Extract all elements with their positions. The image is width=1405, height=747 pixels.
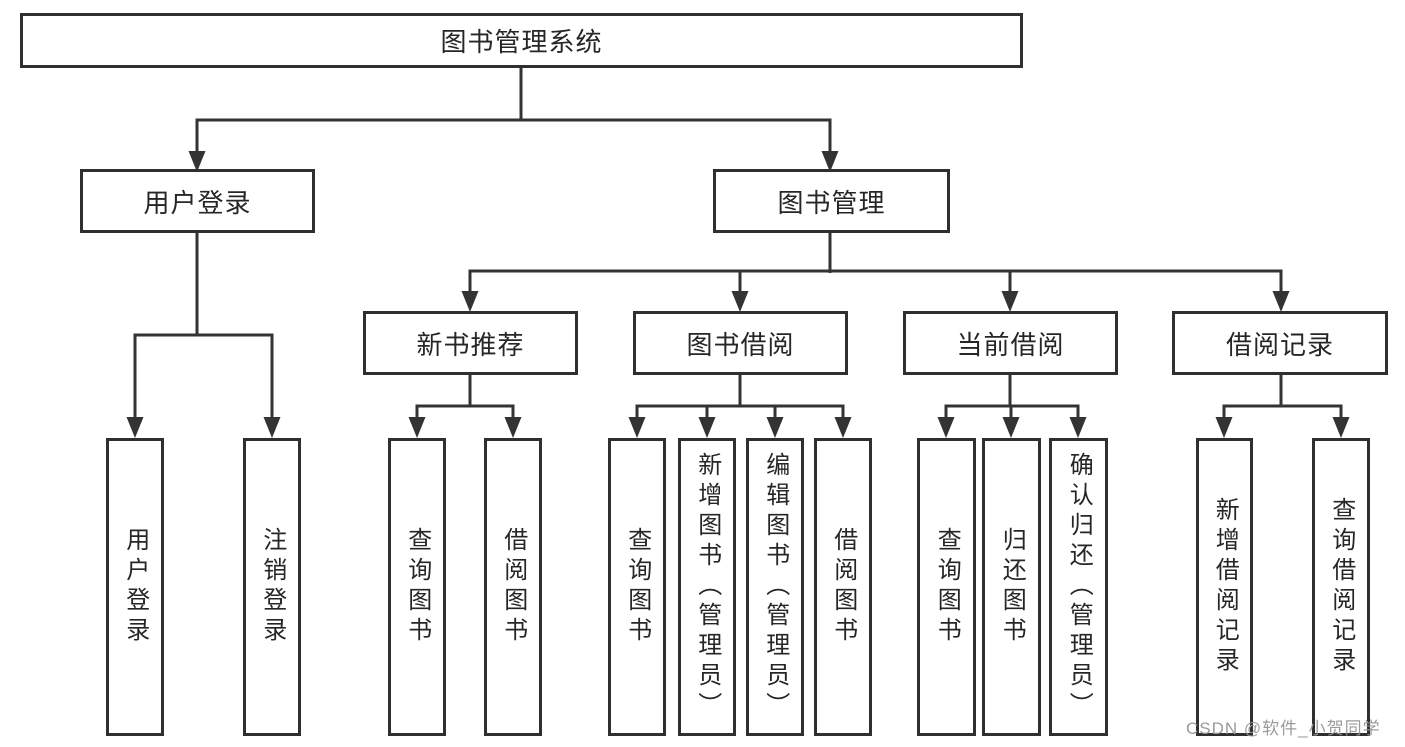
leaf-add-borrow-record: 新增借阅记录	[1196, 438, 1253, 736]
leaf-confirm-return-admin: 确认归还（管理员）	[1049, 438, 1108, 736]
leaf-label: 注销登录	[258, 527, 286, 647]
leaf-user-login: 用户登录	[106, 438, 164, 736]
leaf-edit-book-admin: 编辑图书（管理员）	[746, 438, 804, 736]
node-label: 图书借阅	[686, 329, 795, 360]
node-label: 用户登录	[143, 187, 252, 218]
leaf-borrow-book: 借阅图书	[814, 438, 872, 736]
leaf-label: 查询图书	[933, 527, 961, 647]
node-label: 图书管理	[777, 187, 886, 218]
node-book-management: 图书管理	[713, 169, 950, 233]
node-borrow-records: 借阅记录	[1172, 311, 1388, 375]
leaf-borrow-book-recommend: 借阅图书	[484, 438, 542, 736]
node-book-borrow: 图书借阅	[633, 311, 848, 375]
leaf-return-book: 归还图书	[982, 438, 1041, 736]
leaf-label: 新增图书（管理员）	[693, 452, 721, 722]
node-new-book-recommend: 新书推荐	[363, 311, 578, 375]
node-user-login: 用户登录	[80, 169, 315, 233]
leaf-add-book-admin: 新增图书（管理员）	[678, 438, 736, 736]
leaf-query-book-borrow: 查询图书	[608, 438, 666, 736]
node-label: 新书推荐	[416, 329, 525, 360]
leaf-label: 确认归还（管理员）	[1065, 452, 1093, 722]
leaf-query-book-recommend: 查询图书	[388, 438, 446, 736]
leaf-label: 借阅图书	[829, 527, 857, 647]
leaf-label: 新增借阅记录	[1211, 497, 1239, 677]
leaf-label: 用户登录	[121, 527, 149, 647]
leaf-query-borrow-record: 查询借阅记录	[1312, 438, 1370, 736]
leaf-label: 查询图书	[623, 527, 651, 647]
node-current-borrow: 当前借阅	[903, 311, 1118, 375]
leaf-label: 查询图书	[403, 527, 431, 647]
csdn-watermark: CSDN @软件_小贺同学	[1186, 719, 1381, 738]
leaf-label: 编辑图书（管理员）	[761, 452, 789, 722]
node-label: 当前借阅	[956, 329, 1065, 360]
leaf-label: 查询借阅记录	[1327, 497, 1355, 677]
leaf-logout: 注销登录	[243, 438, 301, 736]
node-label: 图书管理系统	[440, 27, 603, 57]
node-book-management-system: 图书管理系统	[20, 13, 1023, 68]
leaf-label: 归还图书	[998, 527, 1026, 647]
leaf-query-book-current: 查询图书	[917, 438, 976, 736]
leaf-label: 借阅图书	[499, 527, 527, 647]
node-label: 借阅记录	[1225, 329, 1334, 360]
